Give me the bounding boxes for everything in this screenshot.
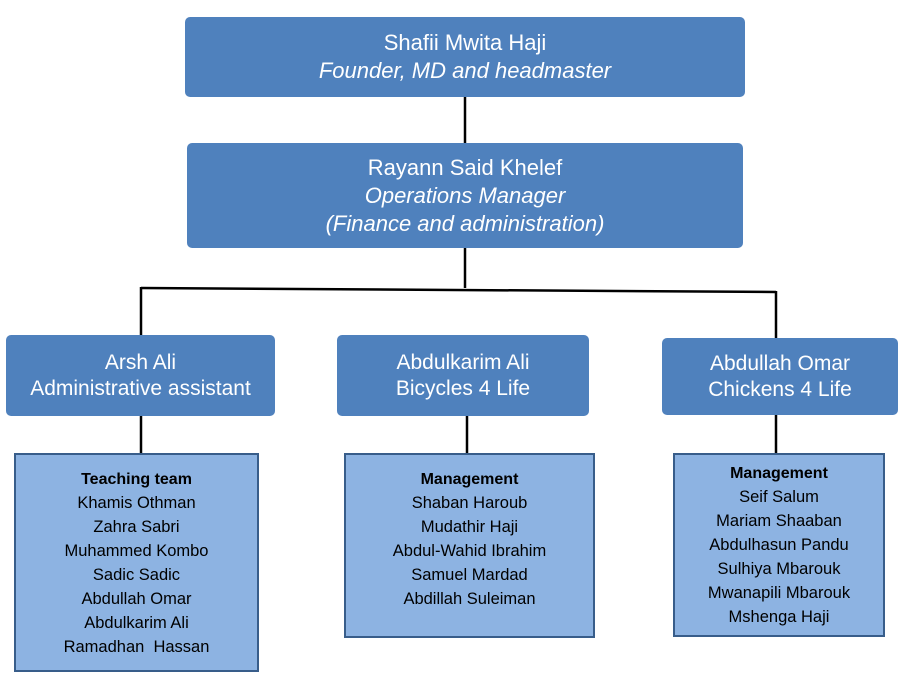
team-member: Abdullah Omar bbox=[81, 590, 192, 608]
root-name: Shafii Mwita Haji bbox=[383, 30, 547, 55]
team-member: Mudathir Haji bbox=[420, 518, 519, 536]
root-role: Founder, MD and headmaster bbox=[318, 58, 612, 83]
team-right-title: Management bbox=[730, 465, 828, 482]
branch-right-name: Abdullah Omar bbox=[709, 351, 851, 375]
team-left-title: Teaching team bbox=[81, 471, 192, 488]
ops-role-line2: (Finance and administration) bbox=[325, 210, 605, 236]
team-member: Abdulhasun Pandu bbox=[709, 536, 849, 554]
branch-node-left: Arsh Ali Administrative assistant bbox=[6, 335, 275, 416]
ops-role-line1: Operations Manager bbox=[364, 182, 566, 208]
team-member: Zahra Sabri bbox=[93, 518, 180, 536]
team-box-right: Management Seif Salum Mariam Shaaban Abd… bbox=[673, 453, 885, 637]
team-member: Abdillah Suleiman bbox=[403, 590, 536, 608]
connector-bus bbox=[140, 286, 777, 294]
ops-node: Rayann Said Khelef Operations Manager (F… bbox=[187, 143, 743, 248]
team-member: Sulhiya Mbarouk bbox=[717, 560, 841, 578]
team-member: Mariam Shaaban bbox=[716, 512, 842, 530]
ops-name: Rayann Said Khelef bbox=[367, 154, 563, 180]
branch-middle-name: Abdulkarim Ali bbox=[396, 350, 530, 374]
team-member: Mshenga Haji bbox=[728, 608, 830, 626]
branch-left-role: Administrative assistant bbox=[30, 376, 251, 400]
team-member: Shaban Haroub bbox=[411, 494, 528, 512]
team-member: Sadic Sadic bbox=[92, 566, 181, 584]
team-member: Muhammed Kombo bbox=[64, 542, 209, 560]
team-member: Samuel Mardad bbox=[411, 566, 528, 584]
team-box-left: Teaching team Khamis Othman Zahra Sabri … bbox=[14, 453, 259, 672]
team-member: Seif Salum bbox=[739, 488, 819, 506]
branch-left-name: Arsh Ali bbox=[104, 350, 177, 374]
team-member: Abdul-Wahid Ibrahim bbox=[392, 542, 547, 560]
branch-right-role: Chickens 4 Life bbox=[708, 377, 852, 401]
branch-node-middle: Abdulkarim Ali Bicycles 4 Life bbox=[337, 335, 589, 416]
team-member: Khamis Othman bbox=[77, 494, 196, 512]
team-member: Abdulkarim Ali bbox=[84, 614, 189, 632]
team-member: Mwanapili Mbarouk bbox=[707, 584, 851, 602]
branch-node-right: Abdullah Omar Chickens 4 Life bbox=[662, 338, 898, 415]
branch-middle-role: Bicycles 4 Life bbox=[395, 376, 531, 400]
team-box-middle: Management Shaban Haroub Mudathir Haji A… bbox=[344, 453, 595, 638]
root-node: Shafii Mwita Haji Founder, MD and headma… bbox=[185, 17, 745, 97]
team-middle-title: Management bbox=[420, 471, 519, 488]
team-member: Ramadhan Hassan bbox=[63, 638, 210, 656]
